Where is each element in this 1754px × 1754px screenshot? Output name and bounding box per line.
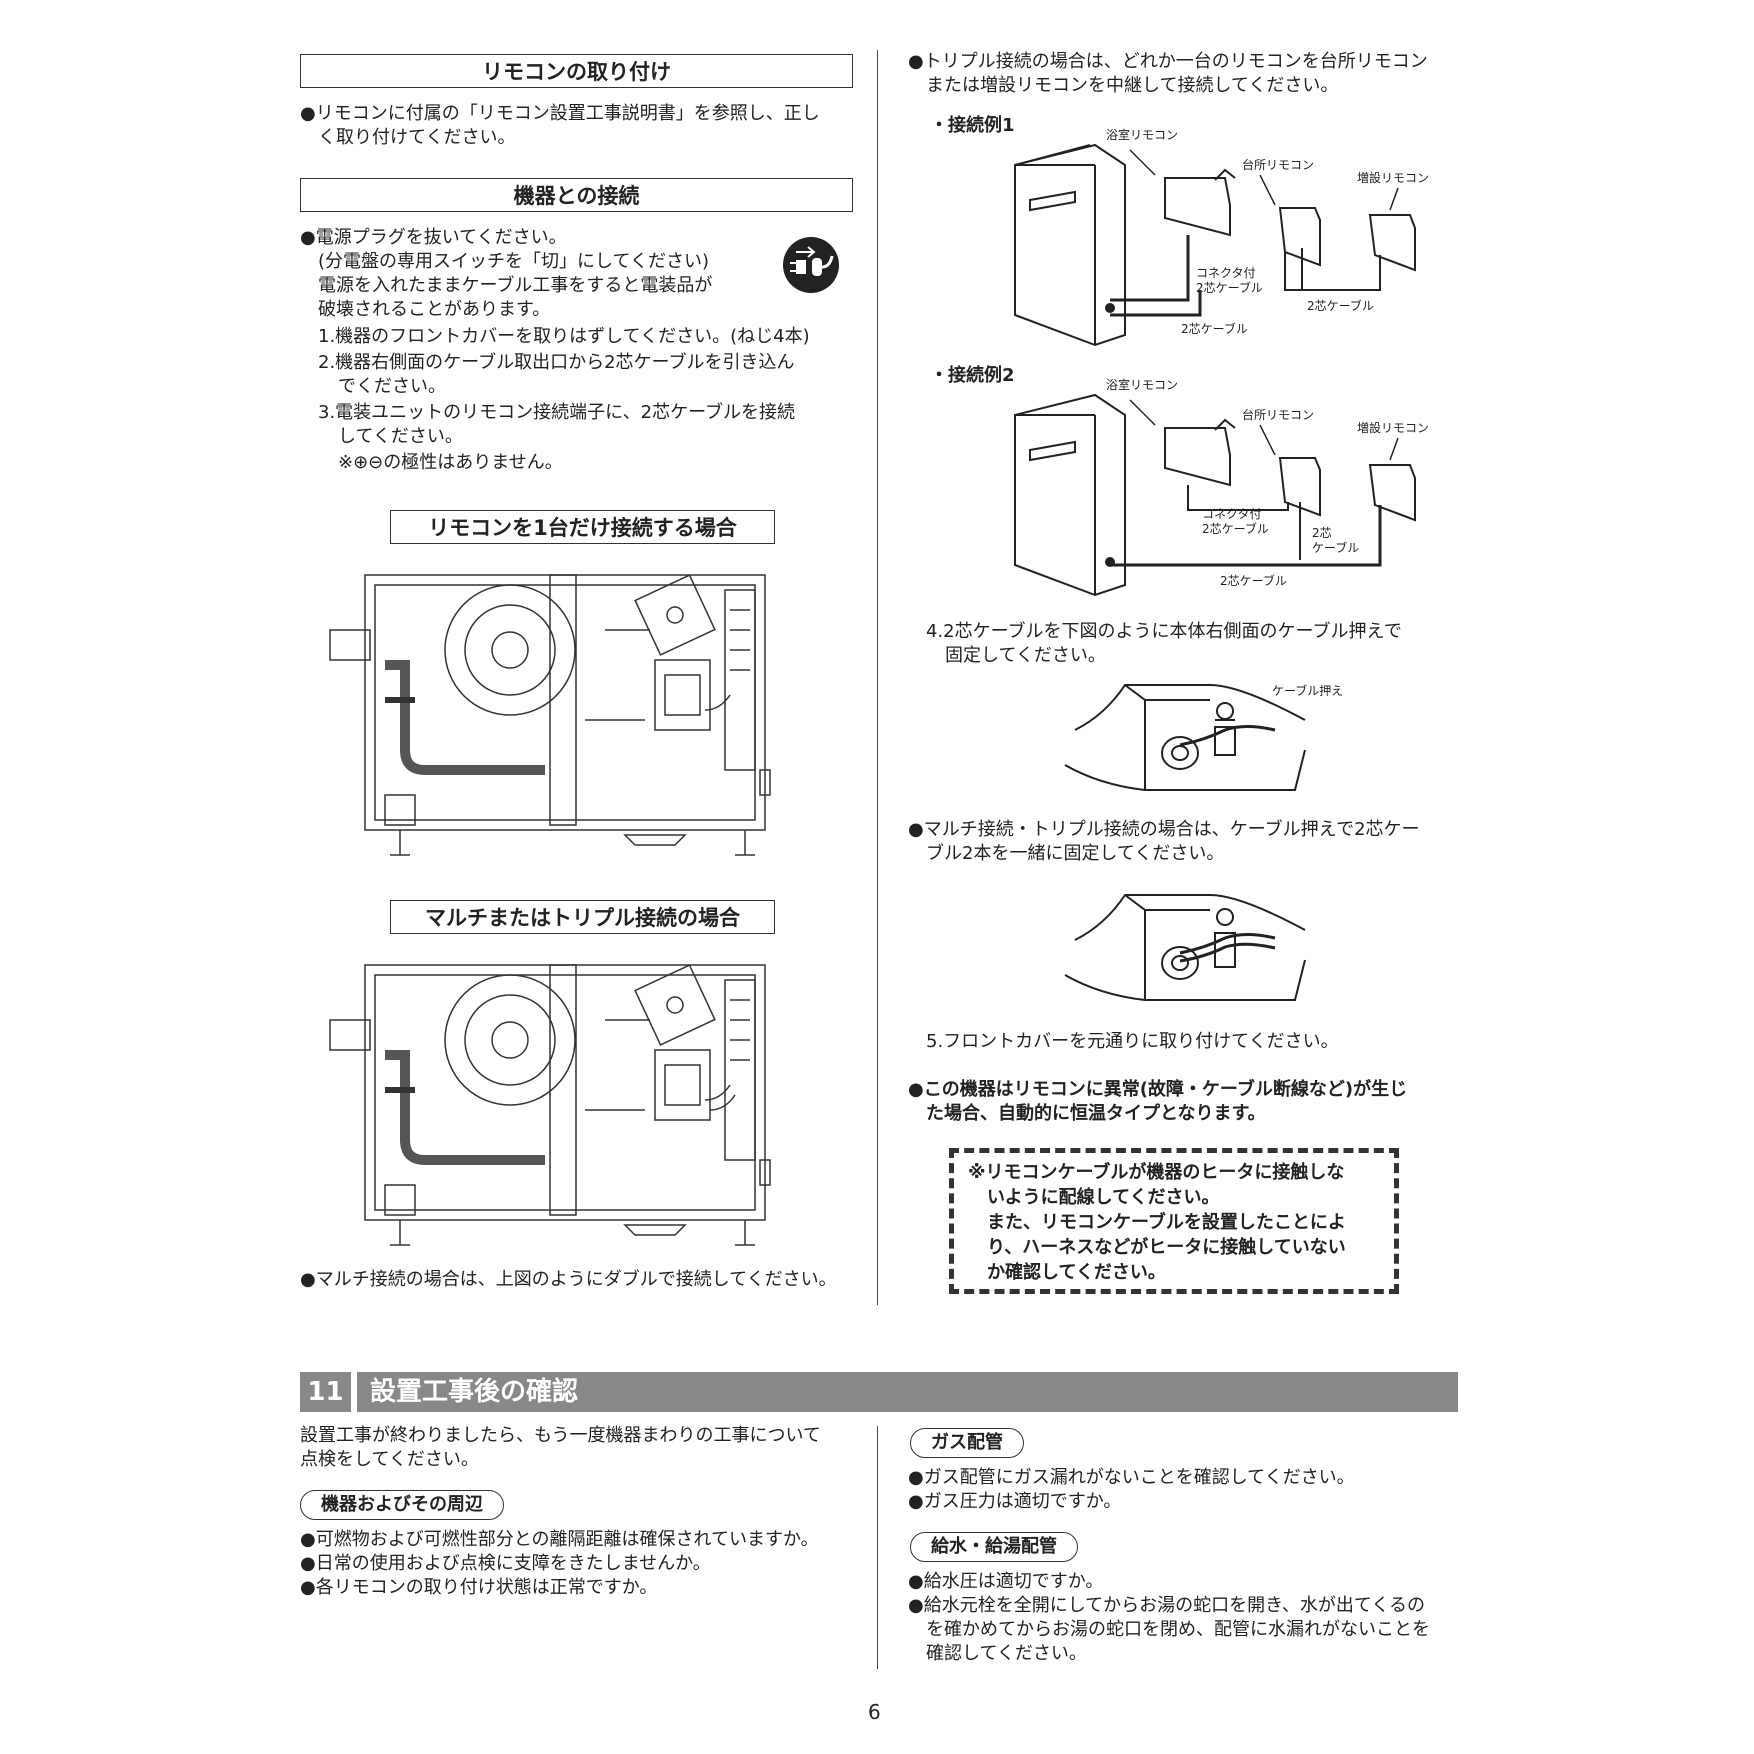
connection-step-2b: でください。 [338,376,446,397]
ex2-kitchen-label: 台所リモコン [1242,408,1315,422]
machine-diagram-single [329,574,771,856]
sec11-intro-1: 設置工事が終わりましたら、もう一度機器まわりの工事について [300,1425,821,1446]
ex1-bath-label: 浴室リモコン [1106,128,1179,142]
connection-text-4: 破壊されることがあります。 [318,299,551,320]
remote-install-text-1: ●リモコンに付属の「リモコン設置工事説明書」を参照し、正し [300,103,820,124]
section-11-number: 11 [307,1377,344,1407]
ex2-two-core-label: 2芯ケーブル [1220,574,1287,588]
connection-text-3: 電源を入れたままケーブル工事をすると電装品が [318,275,713,296]
water-check-2: ●給水元栓を全開にしてからお湯の蛇口を開き、水が出てくるの [908,1595,1426,1616]
caution-text-4: り、ハーネスなどがヒータに接触していない [987,1237,1346,1258]
cable-clamp-diagram-single [1064,684,1306,791]
ex2-extra-label: 増設リモコン [1357,421,1430,435]
device-check-3: ●各リモコンの取り付け状態は正常ですか。 [300,1577,658,1598]
unplug-icon [783,237,839,293]
triple-text-1: ●トリプル接続の場合は、どれか一台のリモコンを台所リモコン [908,51,1428,72]
page-number: 6 [868,1700,881,1724]
water-check-1: ●給水圧は適切ですか。 [908,1571,1104,1592]
subsection-multi-remote: マルチまたはトリプル接続の場合 [390,900,775,934]
connection-step-3b: してください。 [338,426,463,447]
column-divider-top [877,50,878,1305]
connection-text-2: (分電盤の専用スイッチを「切」にしてください) [318,251,709,272]
column-divider-bottom [877,1426,878,1669]
warning-text-1: ●この機器はリモコンに異常(故障・ケーブル断線など)が生じ [908,1079,1408,1100]
caution-box [949,1148,1399,1294]
ex2-bath-label: 浴室リモコン [1106,378,1179,392]
polarity-note: ※⊕⊖の極性はありません。 [338,452,563,473]
group-gas-piping: ガス配管 [910,1428,1024,1458]
ex2-split-label-2: ケーブル [1312,541,1360,555]
water-check-4: 確認してください。 [926,1643,1087,1664]
group-water-piping: 給水・給湯配管 [910,1532,1078,1562]
water-check-3: を確かめてからお湯の蛇口を閉め、配管に水漏れがないことを [926,1619,1430,1640]
remote-install-text-2: く取り付けてください。 [318,127,516,148]
gas-check-2: ●ガス圧力は適切ですか。 [908,1491,1122,1512]
connection-example-1-diagram [1014,143,1416,347]
caution-text-1: ※リモコンケーブルが機器のヒータに接触しな [968,1162,1345,1183]
connection-step-3: 3.電装ユニットのリモコン接続端子に、2芯ケーブルを接続 [318,402,796,423]
example-2-label: ・接続例2 [930,365,1015,386]
ex1-two-core-label-a: 2芯ケーブル [1307,299,1374,313]
connection-example-2-diagram [1014,393,1416,597]
step-4-text-1: 4.2芯ケーブルを下図のように本体右側面のケーブル押えで [926,621,1402,642]
ex1-connector-label-1: コネクタ付 [1196,266,1256,280]
ex1-extra-label: 増設リモコン [1357,171,1430,185]
section-11-title: 設置工事後の確認 [370,1377,579,1407]
multi-connection-note: ●マルチ接続の場合は、上図のようにダブルで接続してください。 [300,1269,837,1290]
connection-text-1: ●電源プラグを抜いてください。 [300,227,567,248]
ex1-connector-label-2: 2芯ケーブル [1196,281,1263,295]
caution-text-5: か確認してください。 [987,1262,1166,1283]
triple-text-2: または増設リモコンを中継して接続してください。 [926,75,1339,96]
ex1-two-core-label-b: 2芯ケーブル [1181,322,1248,336]
gas-check-1: ●ガス配管にガス漏れがないことを確認してください。 [908,1467,1355,1488]
ex1-kitchen-label: 台所リモコン [1242,158,1315,172]
section-title-device-connection: 機器との接続 [300,178,853,212]
ex2-connector-label-1: コネクタ付 [1202,507,1262,521]
caution-text-3: また、リモコンケーブルを設置したことによ [987,1212,1346,1233]
step-4-text-2: 固定してください。 [945,645,1106,666]
subsection-single-remote: リモコンを1台だけ接続する場合 [390,510,775,544]
ex2-connector-label-2: 2芯ケーブル [1202,522,1269,536]
step-5-text: 5.フロントカバーを元通りに取り付けてください。 [926,1031,1339,1052]
caution-text-2: いように配線してください。 [987,1187,1220,1208]
section-11-title-band [357,1372,1458,1412]
machine-diagram-multi [329,964,771,1246]
connection-step-2: 2.機器右側面のケーブル取出口から2芯ケーブルを引き込ん [318,352,795,373]
cable-clamp-diagram-multi [1064,894,1306,1001]
multi-clamp-text-2: ブル2本を一緒に固定してください。 [926,843,1225,864]
warning-text-2: た場合、自動的に恒温タイプとなります。 [926,1103,1266,1124]
multi-clamp-text-1: ●マルチ接続・トリプル接続の場合は、ケーブル押えで2芯ケー [908,819,1420,840]
cable-clamp-label: ケーブル押え [1272,684,1344,698]
connection-step-1: 1.機器のフロントカバーを取りはずしてください。(ねじ4本) [318,326,810,347]
section-title-remote-install: リモコンの取り付け [300,54,853,88]
ex2-split-label-1: 2芯 [1312,526,1332,540]
device-check-1: ●可燃物および可燃性部分との離隔距離は確保されていますか。 [300,1529,819,1550]
example-1-label: ・接続例1 [930,115,1015,136]
section-11-number-box [300,1372,351,1412]
sec11-intro-2: 点検をしてください。 [300,1449,479,1470]
group-device-surroundings: 機器およびその周辺 [300,1490,504,1520]
device-check-2: ●日常の使用および点検に支障をきたしませんか。 [300,1553,711,1574]
